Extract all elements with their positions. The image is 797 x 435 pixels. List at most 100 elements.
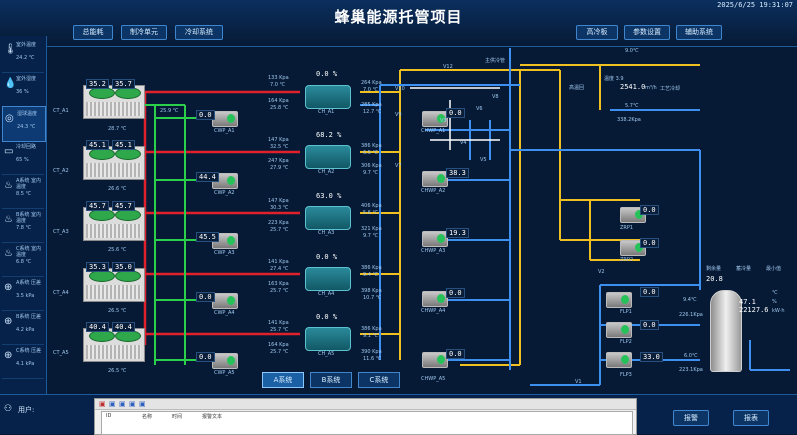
- chiller-load: 0.0 %: [316, 70, 338, 78]
- chw-out-pressure: 264 Kpa: [361, 80, 382, 86]
- chiller-label: CH_A2: [318, 169, 335, 175]
- pump-frequency: 0.0: [196, 110, 215, 120]
- alarm-button[interactable]: 报警: [673, 410, 709, 426]
- cooling-pump-cwp-a4[interactable]: [212, 293, 238, 309]
- sidebar-item-system-c-pressure[interactable]: ⊕ C系统 压差 4.1 kPa: [2, 344, 44, 379]
- cooling-tower-ct-a5[interactable]: [83, 328, 145, 362]
- chw-in-pressure: 306 Kpa: [361, 163, 382, 169]
- nav-high-cold-plate-button[interactable]: 高冷板: [576, 25, 618, 40]
- pump-label: ZRP2: [620, 257, 634, 263]
- chw-pump-chwp-a2[interactable]: [422, 171, 448, 187]
- pump-flp1[interactable]: [606, 292, 632, 308]
- cooling-tower-ct-a1[interactable]: [83, 85, 145, 119]
- valve-label[interactable]: V5: [480, 157, 487, 163]
- system-b-button[interactable]: B系统: [310, 372, 352, 388]
- chiller-ch-a5[interactable]: [305, 327, 351, 351]
- nav-cooling-system-button[interactable]: 冷却系统: [175, 25, 223, 40]
- tank-value: 20.8: [706, 275, 723, 283]
- supply-label: 主供冷管: [485, 58, 506, 64]
- valve-label[interactable]: V3: [440, 118, 447, 124]
- pump-zrp1[interactable]: [620, 207, 646, 223]
- valve-label[interactable]: V7: [395, 163, 402, 169]
- motor-icon: [437, 114, 445, 123]
- column-header: 名称: [142, 414, 153, 420]
- supply-flow-unit: m³/h: [645, 85, 657, 91]
- alarm-icon[interactable]: ▣: [99, 400, 106, 408]
- valve-label[interactable]: V9: [395, 112, 402, 118]
- valve-label[interactable]: V6: [476, 106, 483, 112]
- chw-in-pressure: 321 Kpa: [361, 226, 382, 232]
- export-icon[interactable]: ▣: [139, 400, 146, 408]
- valve-label[interactable]: V1: [575, 379, 582, 385]
- chiller-ch-a3[interactable]: [305, 206, 351, 230]
- acknowledge-icon[interactable]: ▣: [109, 400, 116, 408]
- column-header: 时间: [172, 414, 183, 420]
- chiller-label: CH_A1: [318, 109, 335, 115]
- cw-out-pressure: 247 Kpa: [268, 158, 289, 164]
- chw-in-temp: 11.6 ℃: [363, 356, 382, 362]
- fan-frequency: 45.7: [86, 201, 109, 211]
- cw-in-pressure: 141 Kpa: [268, 259, 289, 265]
- valve-label[interactable]: V10: [395, 86, 405, 92]
- pump-flp3[interactable]: [606, 352, 632, 368]
- nav-auxiliary-system-button[interactable]: 辅助系统: [676, 25, 722, 40]
- cooling-tower-ct-a4[interactable]: [83, 268, 145, 302]
- motor-icon: [621, 325, 629, 334]
- cw-in-temp: 27.4 ℃: [270, 266, 289, 272]
- pump-label: CWP_A5: [214, 370, 235, 376]
- motor-icon: [227, 114, 235, 123]
- motor-icon: [437, 174, 445, 183]
- storage-tank[interactable]: [710, 290, 742, 372]
- chw-pump-chwp-a1[interactable]: [422, 111, 448, 127]
- chw-out-temp: 9.4 ℃: [363, 272, 379, 278]
- tower-label: CT_A4: [53, 290, 69, 296]
- valve-label[interactable]: V4: [460, 140, 467, 146]
- cooling-pump-cwp-a1[interactable]: [212, 111, 238, 127]
- tower-label: CT_A5: [53, 350, 69, 356]
- chiller-ch-a1[interactable]: [305, 85, 351, 109]
- tank-unit: kW·h: [772, 308, 785, 314]
- nav-chiller-unit-button[interactable]: 制冷单元: [121, 25, 167, 40]
- sidebar-item-system-a-pressure[interactable]: ⊕ A系统 压差 3.5 kPa: [2, 276, 44, 311]
- print-icon[interactable]: ▣: [129, 400, 136, 408]
- valve-label[interactable]: V2: [598, 269, 605, 275]
- report-button[interactable]: 报表: [733, 410, 769, 426]
- sidebar-item-system-b-temp[interactable]: ♨ B系统 室内温度 7.8 ℃: [2, 208, 44, 243]
- chiller-ch-a2[interactable]: [305, 145, 351, 169]
- chw-pump-chwp-a4[interactable]: [422, 291, 448, 307]
- chiller-ch-a4[interactable]: [305, 267, 351, 291]
- pump-flp2[interactable]: [606, 322, 632, 338]
- thermometer-icon: 🌡: [4, 44, 17, 55]
- nav-total-energy-button[interactable]: 总能耗: [73, 25, 113, 40]
- cooling-pump-cwp-a5[interactable]: [212, 353, 238, 369]
- valve-label[interactable]: V8: [492, 94, 499, 100]
- pump-label: FLP3: [620, 372, 632, 378]
- nav-parameter-settings-button[interactable]: 参数设置: [624, 25, 670, 40]
- cw-in-temp: 30.3 ℃: [270, 205, 289, 211]
- motor-icon: [227, 356, 235, 365]
- sidebar-item-system-c-temp[interactable]: ♨ C系统 室内温度 6.8 ℃: [2, 242, 44, 277]
- filter-icon[interactable]: ▣: [119, 400, 126, 408]
- cw-out-temp: 27.9 ℃: [270, 165, 289, 171]
- sidebar-item-outdoor-temp[interactable]: 🌡 室外温度 24.2 ℃: [2, 38, 44, 73]
- system-a-button[interactable]: A系统: [262, 372, 304, 388]
- pump-zrp2[interactable]: [620, 240, 646, 256]
- tower-grille: [86, 345, 141, 359]
- valve-label[interactable]: V12: [443, 64, 453, 70]
- sidebar-item-cooling-loop[interactable]: ▭ 冷却回路 65 %: [2, 140, 44, 175]
- system-c-button[interactable]: C系统: [358, 372, 400, 388]
- system-c-pressure-icon: ⊕: [4, 350, 13, 361]
- chw-pump-chwp-a5[interactable]: [422, 352, 448, 368]
- cooling-tower-ct-a3[interactable]: [83, 207, 145, 241]
- user-icon: ⚇: [4, 404, 13, 414]
- tower-label: CT_A2: [53, 168, 69, 174]
- fan-frequency: 40.4: [86, 322, 109, 332]
- chiller-label: CH_A5: [318, 351, 335, 357]
- sidebar-item-wet-bulb[interactable]: ◎ 湿球温度 24.3 ℃: [2, 106, 46, 142]
- cw-out-temp: 25.7 ℃: [270, 288, 289, 294]
- cooling-tower-ct-a2[interactable]: [83, 146, 145, 180]
- sidebar-item-system-b-pressure[interactable]: ⊕ B系统 压差 4.2 kPa: [2, 310, 44, 345]
- supply-process-label: 工艺冷却: [660, 86, 681, 92]
- sidebar-item-system-a-temp[interactable]: ♨ A系统 室内温度 8.5 ℃: [2, 174, 44, 209]
- chw-pump-chwp-a3[interactable]: [422, 231, 448, 247]
